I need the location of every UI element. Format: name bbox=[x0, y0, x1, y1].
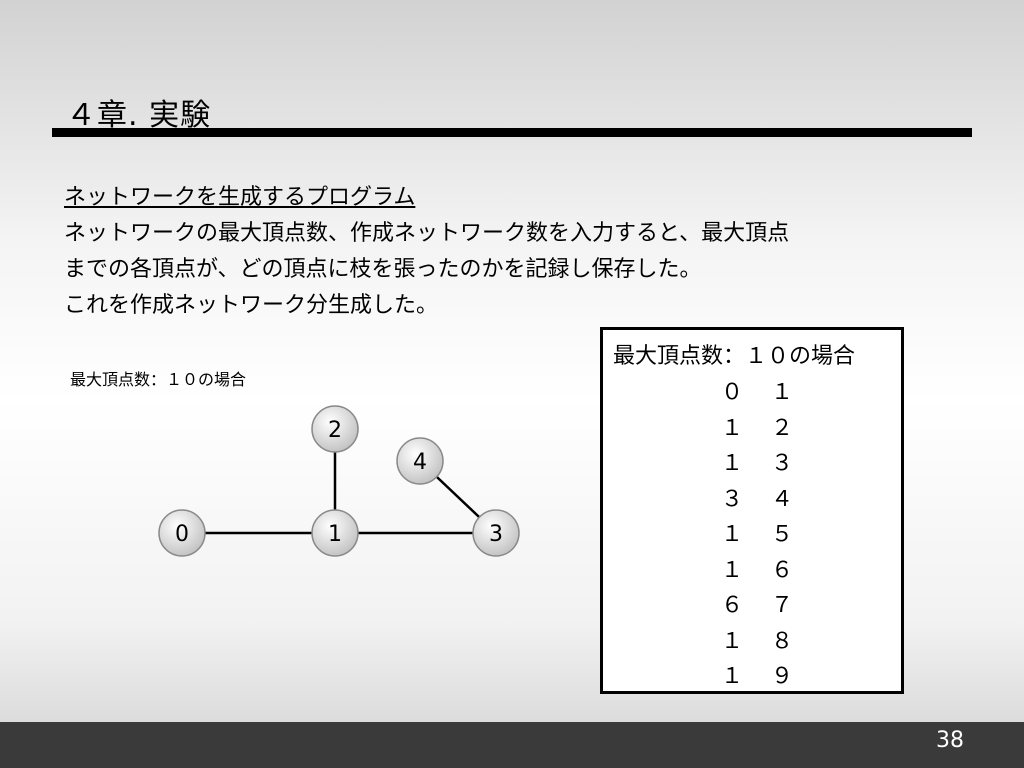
edge-to: ７ bbox=[771, 593, 794, 618]
footer-bar: 38 bbox=[0, 722, 1024, 768]
edge-to: ３ bbox=[771, 451, 794, 476]
node-circle bbox=[396, 437, 444, 485]
edge-from: １ bbox=[721, 415, 744, 441]
table-title: 最大頂点数：１０の場合 bbox=[613, 344, 856, 369]
node-label: 2 bbox=[328, 418, 342, 443]
edge-from: ３ bbox=[721, 486, 744, 512]
edge-from: １ bbox=[721, 451, 744, 476]
slide-title: ４章. 実験 bbox=[66, 98, 212, 133]
edge-from: ６ bbox=[721, 593, 744, 618]
edge-to: ２ bbox=[771, 415, 794, 441]
edge-to: １ bbox=[771, 380, 794, 405]
graph-node: 2 bbox=[311, 405, 359, 453]
edge-list-table: 最大頂点数：１０の場合 ０ １ １ ２ １ ３ ３ ４ １ ５ １ ６ ６ ７ １ ８ １ ９ bbox=[600, 327, 904, 694]
graph-node: 0 bbox=[158, 509, 206, 557]
edge-from: １ bbox=[721, 522, 744, 547]
graph-node: 3 bbox=[472, 509, 520, 557]
graph-node: 1 bbox=[311, 509, 359, 557]
page-number: 38 bbox=[936, 728, 964, 753]
edge-to: ５ bbox=[771, 522, 794, 547]
body-text: ネットワークを生成するプログラム ネットワークの最大頂点数、作成ネットワーク数を… bbox=[64, 180, 789, 324]
title-rule bbox=[52, 128, 972, 137]
section-heading: ネットワークを生成するプログラム bbox=[64, 185, 416, 210]
diagram-label: 最大頂点数：１０の場合 bbox=[70, 370, 247, 389]
node-circle bbox=[472, 509, 520, 557]
edge-to: ８ bbox=[771, 628, 794, 654]
body-line-1: ネットワークの最大頂点数、作成ネットワーク数を入力すると、最大頂点 bbox=[64, 221, 790, 246]
graph-node: 4 bbox=[396, 437, 444, 485]
edge-from: １ bbox=[721, 628, 744, 654]
edge-to: ６ bbox=[771, 557, 794, 583]
node-circle bbox=[311, 509, 359, 557]
node-label: 3 bbox=[489, 522, 503, 547]
node-circle bbox=[311, 405, 359, 453]
body-line-2: までの各頂点が、どの頂点に枝を張ったのかを記録し保存した。 bbox=[64, 257, 702, 282]
edge-to: ４ bbox=[771, 486, 794, 512]
node-label: 0 bbox=[175, 522, 189, 547]
node-circle bbox=[158, 509, 206, 557]
node-label: 1 bbox=[328, 522, 342, 547]
edge-from: １ bbox=[721, 664, 744, 689]
edge-from: １ bbox=[721, 557, 744, 583]
edge-from: ０ bbox=[721, 380, 744, 405]
edge-to: ９ bbox=[771, 664, 794, 689]
node-label: 4 bbox=[413, 450, 427, 475]
body-line-3: これを作成ネットワーク分生成した。 bbox=[64, 293, 439, 318]
